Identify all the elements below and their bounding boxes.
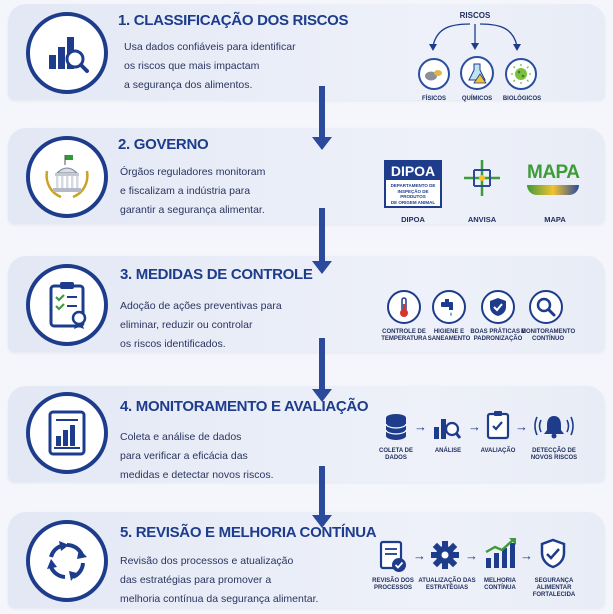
bar-chart-magnifier-icon (49, 37, 89, 73)
gov-label-anvisa: ANVISA (467, 215, 497, 224)
step-4-icon-circle (26, 392, 108, 474)
step-5-title: 5. REVISÃO E MELHORIA CONTÍNUA (120, 524, 377, 541)
flow-arrow-1-2 (312, 86, 332, 150)
cycle-arrows-icon (47, 541, 87, 581)
risk-label-physical: FÍSICOS (421, 96, 446, 102)
alert-bell-icon (534, 416, 574, 439)
dipoa-logo: DIPOA DEPARTAMENTO DE INSPEÇÃO DE PRODUT… (384, 160, 442, 208)
risk-label-biological: BIOLÓGICOS (502, 96, 542, 102)
thermometer-icon (387, 290, 421, 324)
growth-chart-icon (485, 538, 516, 568)
bar-chart-magnifier-icon (434, 419, 462, 439)
document-check-icon (379, 540, 406, 572)
flow-arrow-data-3: → (515, 419, 528, 434)
risks-heading: RISCOS (459, 11, 491, 20)
mapa-logo: MAPA (527, 162, 587, 195)
dipoa-logo-name: DIPOA (386, 162, 440, 180)
government-building-icon (45, 155, 89, 199)
step-4-title: 4. MONITORAMENTO E AVALIAÇÃO (120, 398, 369, 415)
flow-arrow-2-3 (312, 208, 332, 274)
flow-arrow-data-2: → (468, 419, 481, 434)
risk-label-chemical: QUÍMICOS (461, 96, 493, 102)
physical-risk-icon (418, 58, 450, 90)
step-5-icon-circle (26, 520, 108, 602)
step-3-title: 3. MEDIDAS DE CONTROLE (120, 266, 313, 283)
shield-check-icon (481, 290, 515, 324)
checklist-clipboard-icon (49, 282, 87, 329)
step-1-title: 1. CLASSIFICAÇÃO DOS RISCOS (118, 12, 349, 29)
flow-arrow-improve-2: → (465, 548, 478, 563)
flow-arrow-data-1: → (414, 419, 427, 434)
shield-check-icon (540, 538, 566, 569)
step-2-icon-circle (26, 136, 108, 218)
risk-branch-arrows (429, 23, 521, 51)
step-1-icon-circle (26, 12, 108, 94)
flow-arrow-4-5 (312, 466, 332, 528)
report-chart-icon (48, 410, 86, 456)
gov-label-dipoa: DIPOA (401, 215, 425, 224)
faucet-icon (432, 290, 466, 324)
flow-arrow-improve-1: → (413, 548, 426, 563)
gear-icon (431, 541, 459, 569)
step-3-icon-circle (26, 264, 108, 346)
anvisa-logo (464, 160, 500, 196)
monitor-label-analysis: ANÁLISE (434, 448, 462, 454)
biological-risk-icon (505, 58, 537, 90)
chemical-risk-icon (460, 56, 494, 90)
step-2-title: 2. GOVERNO (118, 136, 209, 153)
clipboard-check-icon (486, 411, 510, 440)
magnifier-icon (529, 290, 563, 324)
database-icon (385, 414, 407, 440)
gov-label-mapa: MAPA (544, 215, 566, 224)
flow-arrow-improve-3: → (520, 548, 533, 563)
monitor-label-evaluation: AVALIAÇÃO (480, 448, 516, 454)
flow-arrow-3-4 (312, 338, 332, 402)
